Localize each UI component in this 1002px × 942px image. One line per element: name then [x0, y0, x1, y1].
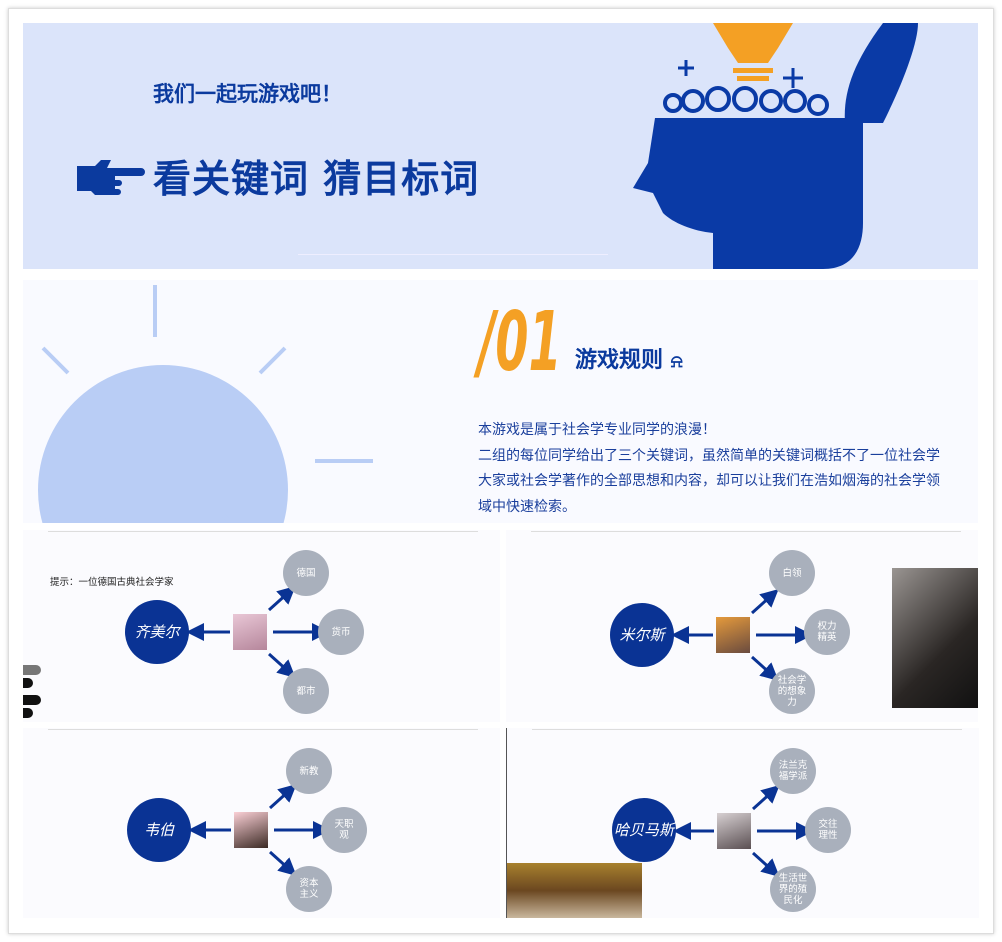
keyword-text: 德国 [296, 567, 316, 579]
keyword-bubble: 交往理性 [805, 807, 851, 853]
keyword-text: 天职观 [334, 819, 354, 841]
keyword-text: 新教 [299, 765, 319, 777]
keyword-bubble: 德国 [283, 550, 329, 596]
overlay-tag[interactable] [23, 665, 41, 675]
avatar-image [716, 617, 750, 653]
arrow [268, 850, 297, 877]
keyword-text: 白领 [782, 567, 802, 579]
card-habermas: 哈贝马斯 法兰克福学派交往理性生活世界的殖民化 [506, 728, 979, 918]
keyword-text: 生活世界的殖民化 [778, 872, 808, 906]
arrow [751, 851, 780, 878]
keyword-bubble: 资本主义 [286, 866, 332, 912]
arrow [267, 652, 296, 679]
keyword-bubble: 权力精英 [804, 609, 850, 655]
avatar-image [233, 614, 267, 650]
frame [8, 8, 994, 934]
hint-text: 提示：一位德国古典社会学家 [50, 577, 174, 588]
arrow [750, 588, 779, 615]
keyword-bubble: 生活世界的殖民化 [770, 866, 816, 912]
arrow [268, 783, 297, 810]
target-word: 韦伯 [127, 798, 191, 862]
painting-image [507, 863, 642, 918]
keyword-bubble: 都市 [283, 668, 329, 714]
card-simmel: 提示：一位德国古典社会学家齐美尔 德国货币都市 [23, 530, 500, 722]
overlay-tag[interactable] [23, 708, 33, 718]
keyword-text: 都市 [296, 685, 316, 697]
rules-slide: /01 游戏规则 ⍾ 本游戏是属于社会学专业同学的浪漫！ 二组的每位同学给出了三… [23, 280, 978, 523]
portrait-photo [892, 568, 978, 708]
keyword-text: 法兰克福学派 [778, 760, 808, 782]
avatar-image [717, 813, 751, 849]
keyword-bubble: 天职观 [321, 807, 367, 853]
keyword-bubble: 白领 [769, 550, 815, 596]
banner-title: 看关键词 猜目标词 [153, 157, 480, 201]
sun-icon [38, 285, 373, 523]
target-word: 米尔斯 [610, 603, 674, 667]
banner-slide: 我们一起玩游戏吧！ 看关键词 猜目标词 [23, 23, 978, 269]
keyword-text: 货币 [331, 626, 351, 638]
divider [48, 531, 478, 532]
overlay-tag[interactable] [23, 678, 33, 688]
card-weber: 韦伯 新教天职观资本主义 [23, 728, 500, 918]
card-mills: 米尔斯 白领权力精英社会学的想象力 [506, 530, 978, 722]
rules-title: 游戏规则 ⍾ [575, 342, 683, 374]
keyword-bubble: 货币 [318, 609, 364, 655]
ear-icon: ⍾ [670, 351, 683, 372]
keyword-bubble: 法兰克福学派 [770, 748, 816, 794]
pointing-hand-icon [77, 160, 145, 195]
divider [531, 531, 961, 532]
keyword-bubble: 新教 [286, 748, 332, 794]
keyword-text: 资本主义 [299, 878, 319, 900]
arrows [188, 783, 331, 877]
rules-title-text: 游戏规则 [575, 348, 664, 373]
divider [48, 729, 478, 730]
keyword-text: 社会学的想象力 [777, 674, 807, 708]
arrows [673, 784, 814, 878]
arrows [671, 588, 813, 682]
avatar-image [234, 812, 268, 848]
keyword-text: 交往理性 [818, 819, 838, 841]
arrow [267, 585, 296, 612]
section-number: /01 [478, 295, 562, 390]
overlay-tag[interactable] [23, 695, 41, 705]
banner-subtitle: 我们一起玩游戏吧！ [153, 82, 342, 106]
divider [298, 254, 608, 255]
arrow [750, 655, 779, 682]
head-lightbulb-icon [633, 23, 918, 269]
keyword-bubble: 社会学的想象力 [769, 668, 815, 714]
divider [532, 729, 962, 730]
keyword-text: 权力精英 [817, 621, 837, 643]
arrows [186, 585, 330, 679]
target-word: 齐美尔 [125, 600, 189, 664]
target-word: 哈贝马斯 [612, 798, 676, 862]
arrow [751, 784, 780, 811]
rules-body: 本游戏是属于社会学专业同学的浪漫！ 二组的每位同学给出了三个关键词，虽然简单的关… [478, 422, 940, 515]
